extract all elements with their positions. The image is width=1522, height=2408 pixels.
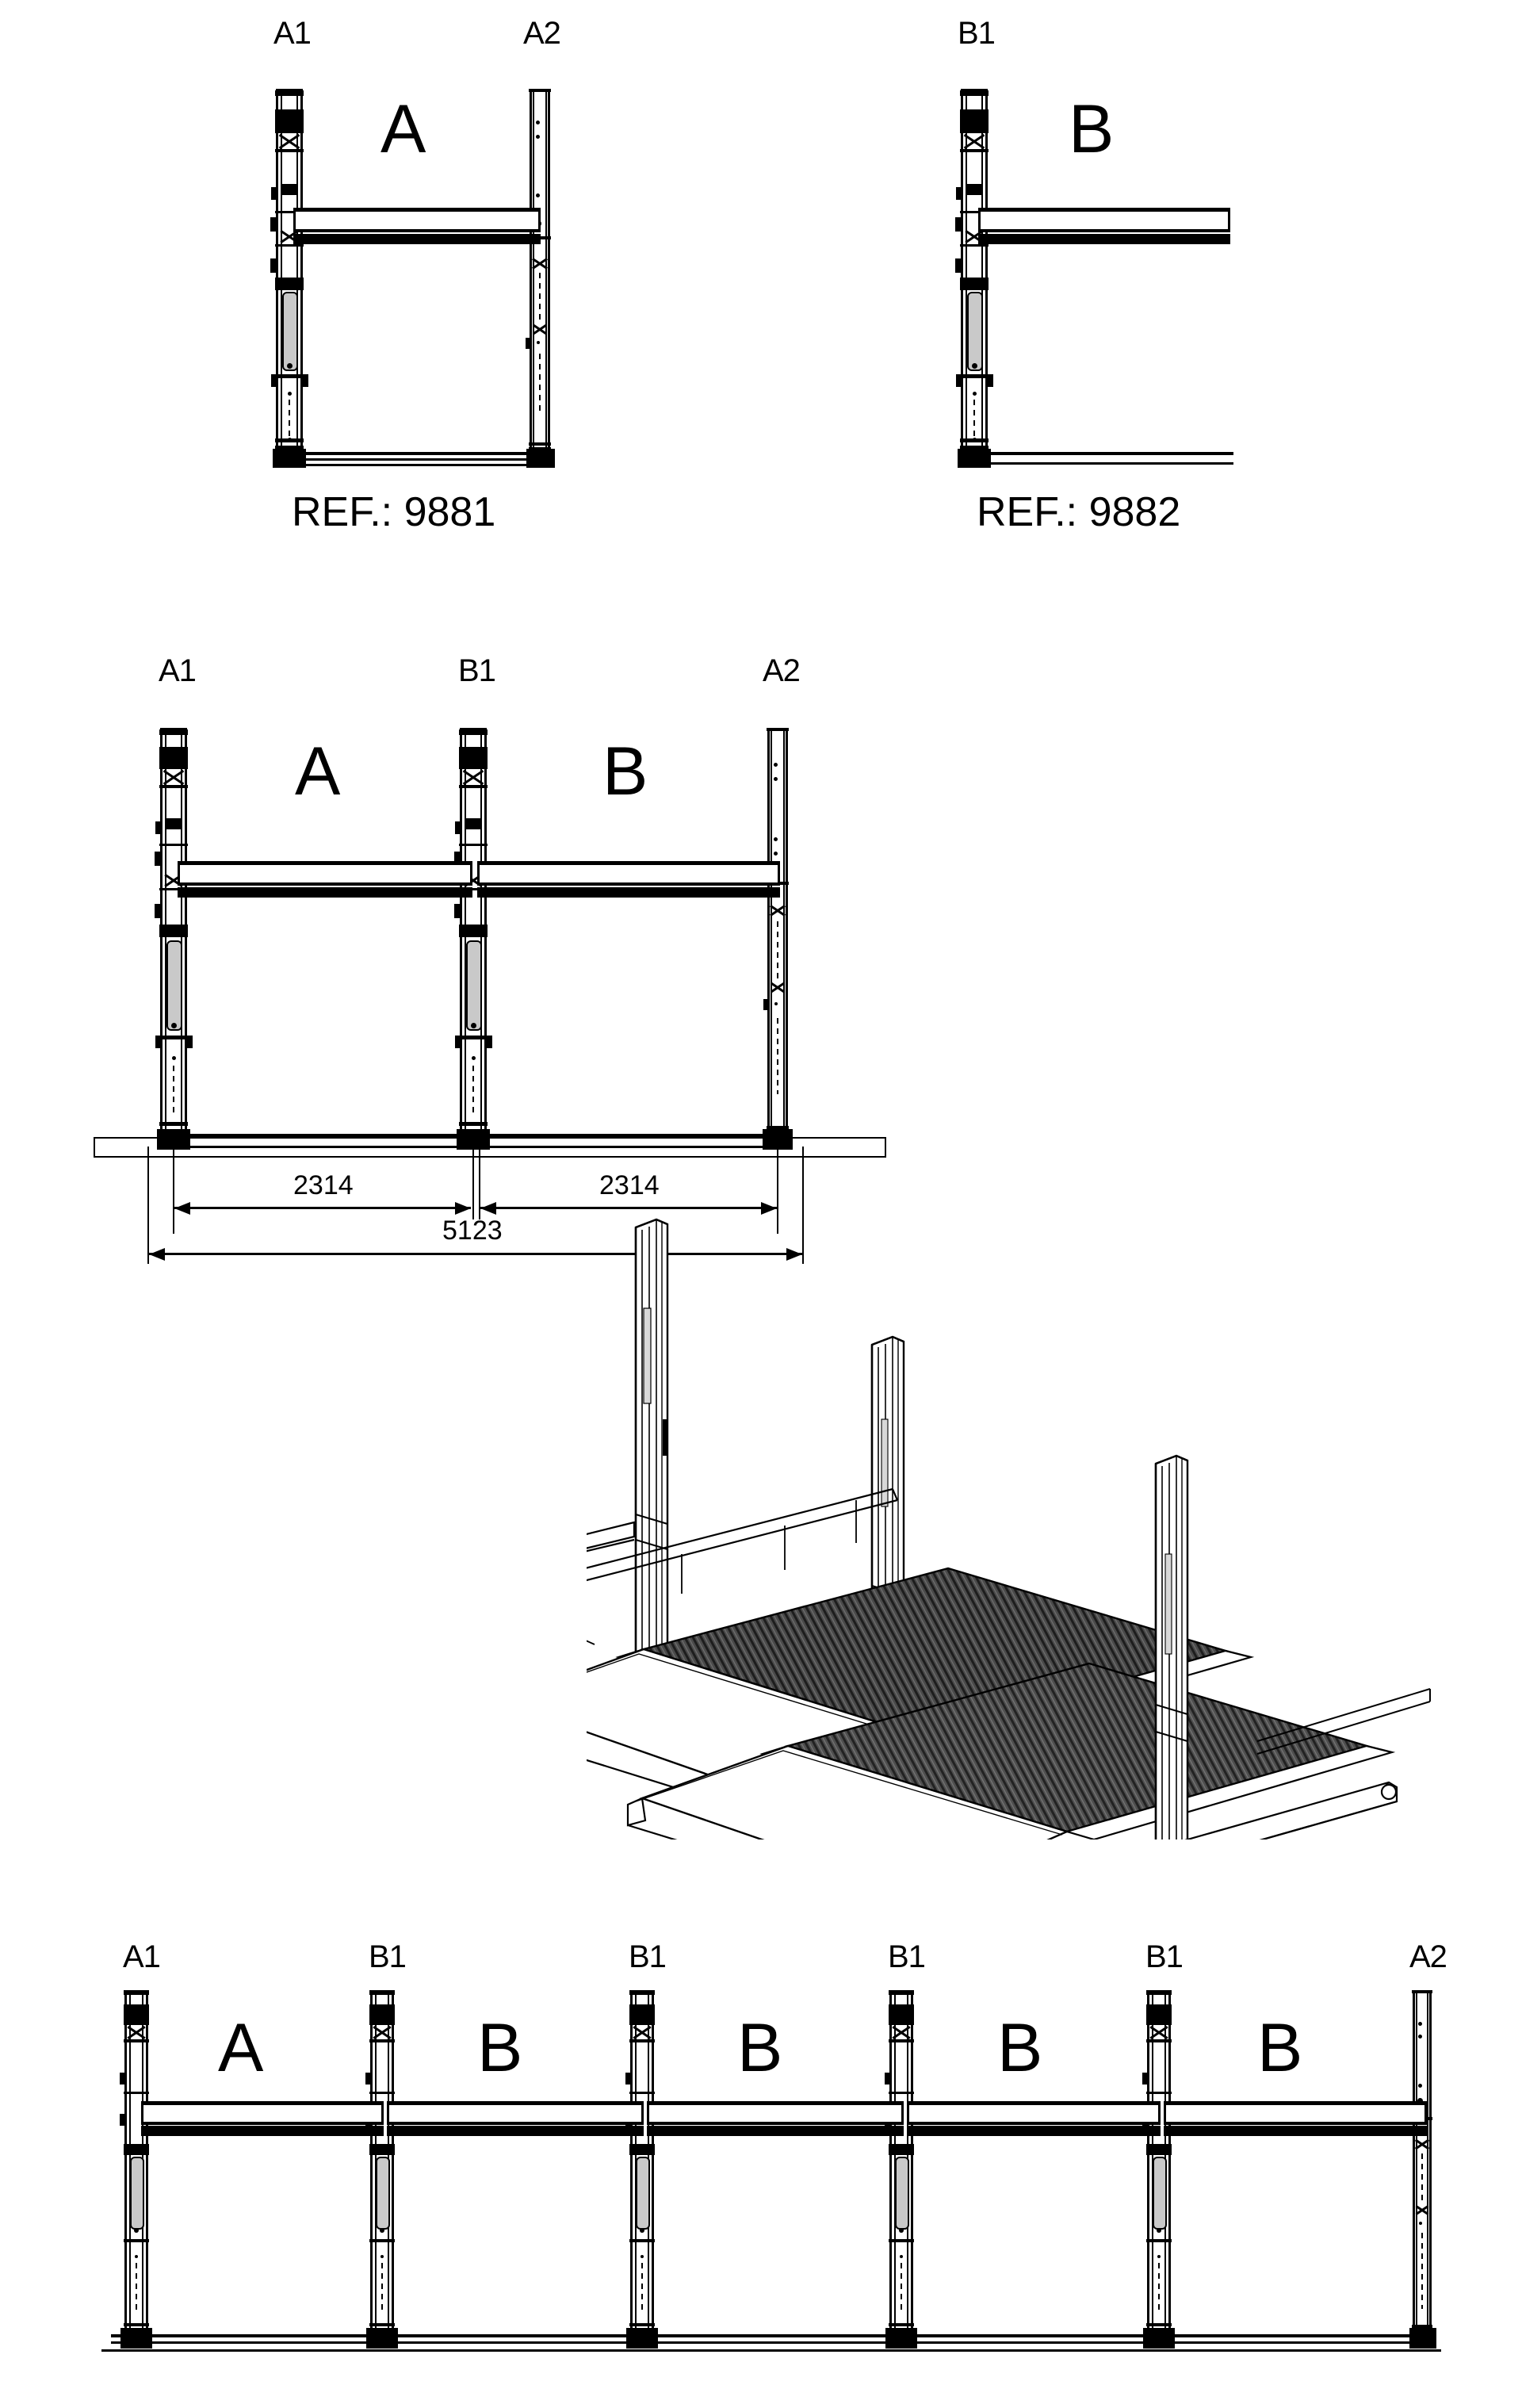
dim-ext-a2	[777, 1147, 778, 1234]
view-isometric	[587, 1181, 1522, 1839]
post-label-5bay-0: A1	[123, 1939, 161, 1974]
bay-label-a-top: A	[380, 91, 426, 167]
base-rail-mid	[94, 1137, 886, 1158]
iso-column-right	[1154, 1454, 1189, 1839]
iso-base-frame	[1184, 1781, 1398, 1839]
post-label-b1-mid: B1	[458, 653, 496, 688]
base-foot-b1	[958, 449, 991, 468]
dim-text-bay-b: 2314	[599, 1170, 660, 1200]
base-foot-a1-mid	[157, 1129, 190, 1150]
dim-line-bay-b	[480, 1207, 777, 1209]
post-label-5bay-5: A2	[1409, 1939, 1447, 1974]
dim-text-overall: 5123	[442, 1215, 503, 1246]
crossbeam-a-top	[293, 208, 541, 244]
bay-label-a-mid: A	[295, 733, 341, 810]
crossbeam-5bay-3	[907, 2101, 1161, 2136]
crossbeam-b-top	[978, 208, 1230, 244]
dim-arrow-bay-b-right	[761, 1202, 777, 1215]
base-foot-5bay-1	[366, 2328, 398, 2349]
dim-ext-overall-left	[147, 1147, 149, 1264]
crossbeam-5bay-2	[647, 2101, 904, 2136]
dim-arrow-bay-a-right	[455, 1202, 471, 1215]
post-label-b1-top: B1	[958, 16, 996, 51]
base-foot-5bay-0	[120, 2328, 152, 2349]
post-label-5bay-4: B1	[1145, 1939, 1184, 1974]
bay-label-b-top: B	[1069, 91, 1115, 167]
post-label-5bay-1: B1	[369, 1939, 407, 1974]
base-foot-5bay-5	[1409, 2328, 1436, 2349]
crossbeam-b-mid	[477, 861, 780, 898]
base-rail-a-top	[287, 452, 545, 466]
post-label-5bay-3: B1	[888, 1939, 926, 1974]
post-a2-top	[526, 89, 551, 457]
dim-ext-b1	[472, 1147, 474, 1219]
base-rail-5bay-outer	[101, 2341, 1441, 2352]
iso-crossbar-rear	[587, 1521, 636, 1549]
bay-label-5bay-0: A	[218, 2010, 264, 2086]
iso-base-rail-right	[1256, 1688, 1431, 1755]
base-foot-5bay-2	[626, 2328, 658, 2349]
dim-line-overall	[149, 1253, 802, 1255]
base-foot-a1	[273, 449, 306, 468]
post-a1-top	[270, 89, 308, 457]
base-foot-a2	[526, 449, 555, 468]
dim-ext-overall-right	[802, 1147, 804, 1264]
post-b1-top	[955, 89, 993, 457]
dim-ext-a1	[173, 1147, 174, 1234]
base-foot-a2-mid	[763, 1129, 793, 1150]
crossbeam-a-mid	[178, 861, 472, 898]
post-a1-mid	[155, 728, 193, 1140]
post-label-a1-mid: A1	[159, 653, 197, 688]
dim-arrow-overall-left	[149, 1248, 165, 1261]
bay-label-5bay-4: B	[1257, 2010, 1303, 2086]
base-foot-5bay-4	[1143, 2328, 1175, 2349]
crossbeam-5bay-4	[1164, 2101, 1427, 2136]
iso-column-left	[634, 1218, 669, 1678]
post-label-a2-mid: A2	[763, 653, 801, 688]
post-label-a1-top: A1	[273, 16, 312, 51]
dim-text-bay-a: 2314	[293, 1170, 354, 1200]
iso-safety-rail	[587, 1487, 899, 1645]
bay-label-5bay-2: B	[737, 2010, 783, 2086]
dim-arrow-bay-a-left	[174, 1202, 190, 1215]
post-5bay-3	[885, 1990, 914, 2339]
crossbeam-5bay-0	[141, 2101, 384, 2136]
post-b1-mid	[454, 728, 492, 1140]
dim-ext-b1b	[479, 1147, 480, 1219]
post-label-a2-top: A2	[523, 16, 561, 51]
post-5bay-0	[120, 1990, 149, 2339]
dim-arrow-overall-right	[786, 1248, 802, 1261]
crossbeam-5bay-1	[387, 2101, 644, 2136]
base-foot-5bay-3	[885, 2328, 917, 2349]
ref-label-9881: REF.: 9881	[292, 489, 496, 535]
base-foot-b1-mid	[457, 1129, 490, 1150]
dim-arrow-bay-b-left	[480, 1202, 496, 1215]
post-5bay-4	[1142, 1990, 1172, 2339]
iso-ramp-front	[626, 1744, 1070, 1839]
bay-label-5bay-3: B	[997, 2010, 1043, 2086]
dim-line-bay-a	[174, 1207, 471, 1209]
bay-label-b-mid: B	[602, 733, 648, 810]
post-5bay-2	[625, 1990, 655, 2339]
post-5bay-5	[1412, 1990, 1432, 2339]
base-rail-b-top	[972, 452, 1233, 465]
post-a2-mid	[763, 728, 789, 1140]
ref-label-9882: REF.: 9882	[977, 489, 1181, 535]
post-label-5bay-2: B1	[629, 1939, 667, 1974]
post-5bay-1	[365, 1990, 395, 2339]
bay-label-5bay-1: B	[477, 2010, 523, 2086]
